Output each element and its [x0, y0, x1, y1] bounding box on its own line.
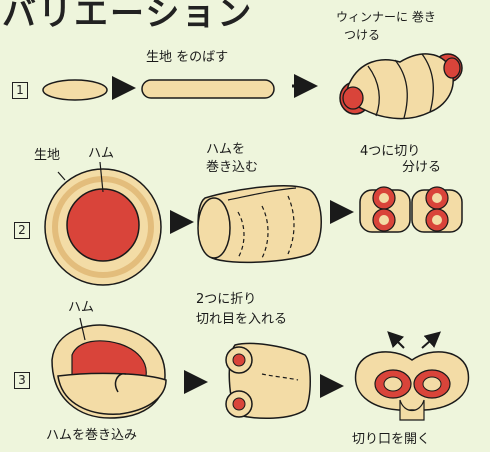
stretched-dough: [141, 79, 275, 99]
step-number: 2: [14, 222, 30, 239]
label-roll-in-2: 巻き込む: [206, 160, 259, 175]
label-roll-in: ハムを: [206, 142, 246, 157]
label-cut: 4つに切り: [360, 144, 421, 159]
sausage-roll: [339, 53, 463, 120]
label-wrap-sausage: ウィンナーに 巻き: [336, 10, 436, 24]
folded-log: [225, 342, 311, 420]
label-fold: 2つに折り: [196, 292, 257, 307]
step-number: 1: [12, 82, 28, 99]
ham-on-dough: [44, 161, 162, 286]
open-arrow-icon: [387, 331, 405, 349]
label-wrap-sausage-2: つける: [344, 28, 381, 42]
label-ham: ハム: [68, 300, 95, 315]
open-arrow-icon: [421, 331, 442, 349]
ham-roll-in: [51, 317, 167, 419]
label-ham: ハム: [88, 146, 115, 161]
opened-pastry: [354, 331, 470, 421]
label-dough: 生地: [34, 148, 61, 163]
label-open-cut: 切り口を開く: [352, 432, 431, 447]
label-roll-in-ham: ハムを巻き込み: [46, 428, 138, 443]
rolled-log: [197, 185, 322, 264]
dough-ball: [42, 79, 108, 101]
label-fold-2: 切れ目を入れる: [196, 312, 288, 327]
page-title: バリエーション: [2, 0, 254, 34]
label-stretch-dough: 生地 をのばす: [146, 50, 229, 65]
cut-pieces: [359, 186, 463, 233]
step-number: 3: [14, 372, 30, 389]
label-cut-2: 分ける: [402, 160, 442, 175]
